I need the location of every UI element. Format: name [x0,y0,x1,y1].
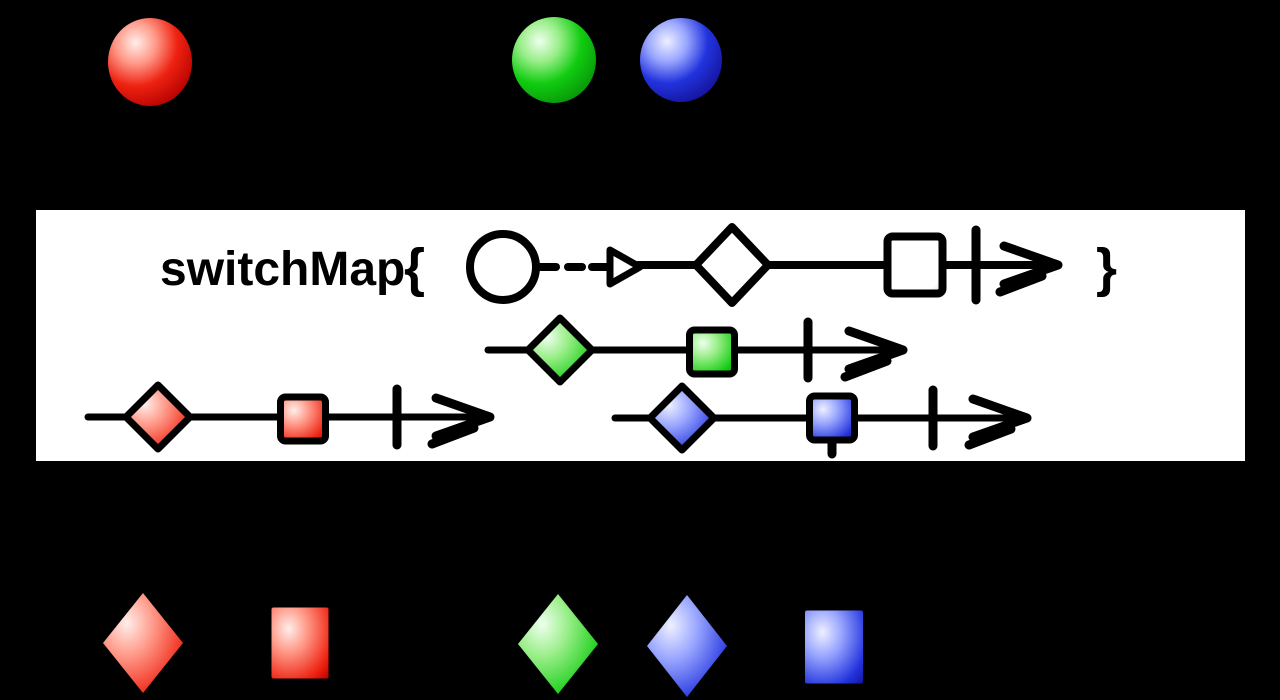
red-diamond-marble [122,381,194,453]
blue-square-marble [805,610,863,684]
arrowhead-icon [844,326,908,374]
arrowhead-extra-stroke [840,356,892,382]
white-square-marble [883,232,947,298]
red-square-marble [277,393,329,445]
red-ball-marble [108,18,192,106]
arrowhead-extra-stroke [964,424,1016,450]
red-diamond-marble [103,593,183,693]
red-square-marble [271,607,329,679]
blue-diamond-marble [646,382,718,454]
inner-timeline-green [484,314,908,386]
inner-timelines [84,314,1032,459]
operator-box: switchMap { } [36,210,1245,461]
function-row [466,223,1063,307]
arrowhead-extra-stroke [995,271,1047,297]
output-timeline [103,593,863,697]
function-input-circle [466,230,540,304]
green-ball-marble [512,17,596,103]
maps-to-triangle-icon [606,246,644,288]
white-diamond-marble [692,223,772,307]
arrowhead-icon [431,393,495,441]
inner-timeline-red [84,381,495,453]
operator-label: switchMap [160,243,405,296]
blue-ball-marble [640,18,722,102]
blue-diamond-marble [647,595,727,697]
green-diamond-marble [524,314,596,386]
inner-timeline-blue [611,382,1032,459]
source-timeline [108,17,722,106]
arrowhead-icon [999,241,1063,289]
arrowhead-extra-stroke [427,423,479,449]
close-brace: } [1096,238,1117,298]
arrowhead-icon [968,394,1032,442]
open-brace: { [404,238,425,298]
blue-square-marble [806,392,858,444]
green-square-marble [686,326,738,378]
green-diamond-marble [518,594,598,694]
